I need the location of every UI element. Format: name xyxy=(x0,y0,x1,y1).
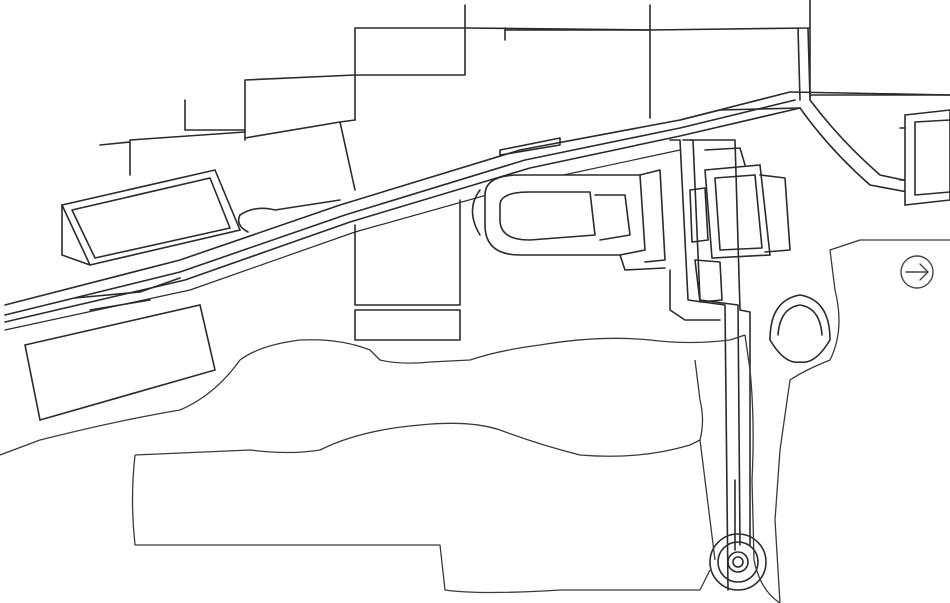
rectangular-building-left xyxy=(60,169,242,266)
circular-terminus xyxy=(709,533,767,591)
highway xyxy=(4,91,950,331)
shoreline xyxy=(0,239,950,603)
main-building xyxy=(689,147,791,259)
parking-lot xyxy=(24,304,216,422)
walkway-pier xyxy=(669,139,751,591)
stadium xyxy=(471,169,666,271)
building-top-right xyxy=(899,109,950,206)
street-grid xyxy=(99,0,950,191)
arrow-right-in-circle-icon xyxy=(900,255,934,289)
rounded-pavilion xyxy=(769,294,831,364)
plaza-blocks xyxy=(354,137,561,341)
